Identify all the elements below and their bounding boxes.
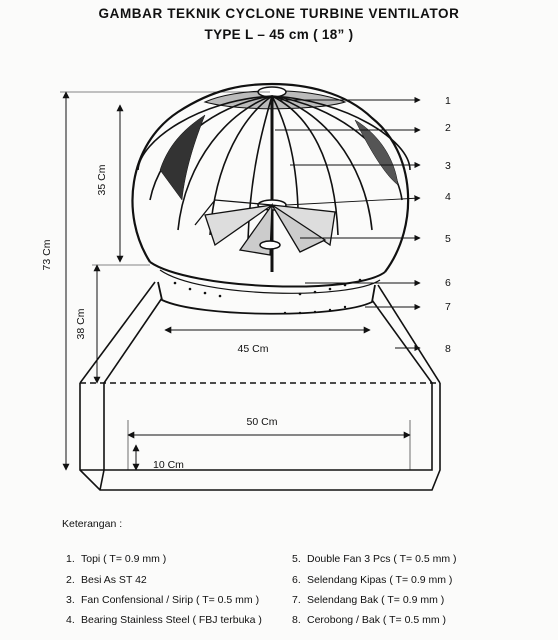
drawing-title: GAMBAR TEKNIK CYCLONE TURBINE VENTILATOR <box>98 6 460 21</box>
base-collar <box>157 281 376 315</box>
lower-hub <box>259 240 281 250</box>
fan-ring <box>149 261 386 288</box>
legend-title: Keterangan : <box>62 518 123 530</box>
callout-7: 7 <box>445 301 451 313</box>
legend-item-4: 4.Bearing Stainless Steel ( FBJ terbuka … <box>66 614 262 626</box>
label-throat-width: 45 Cm <box>238 343 269 355</box>
callout-numbers: 1 2 3 4 5 6 7 8 <box>445 95 451 355</box>
legend-item-3: 3.Fan Confensional / Sirip ( T= 0.5 mm ) <box>66 594 260 606</box>
callout-2: 2 <box>445 122 451 134</box>
legend-item-1: 1.Topi ( T= 0.9 mm ) <box>66 553 167 565</box>
dimension-lines <box>60 91 411 471</box>
dimension-labels: 73 Cm 35 Cm 38 Cm 45 Cm 50 Cm 10 Cm <box>41 164 278 471</box>
label-base-height: 38 Cm <box>75 308 87 339</box>
callout-6: 6 <box>445 277 451 289</box>
turbine-head <box>131 82 411 315</box>
legend-item-8: 8.Cerobong / Bak ( T= 0.5 mm ) <box>292 614 446 626</box>
label-base-width: 50 Cm <box>247 416 278 428</box>
double-fan <box>194 199 336 256</box>
callout-leaders <box>275 96 421 352</box>
label-head-height: 35 Cm <box>96 164 108 195</box>
chimney-base <box>79 281 441 491</box>
callout-8: 8 <box>445 343 451 355</box>
callout-1: 1 <box>445 95 451 107</box>
callout-5: 5 <box>445 233 451 245</box>
drawing-subtitle: TYPE L – 45 cm ( 18” ) <box>204 27 354 42</box>
callout-4: 4 <box>445 191 451 203</box>
legend-item-6: 6.Selendang Kipas ( T= 0.9 mm ) <box>292 574 453 586</box>
band-holes <box>173 278 362 298</box>
label-total-height: 73 Cm <box>41 239 53 270</box>
legend-item-5: 5.Double Fan 3 Pcs ( T= 0.5 mm ) <box>292 553 457 565</box>
legend-item-2: 2.Besi As ST 42 <box>66 574 147 586</box>
legend-item-7: 7.Selendang Bak ( T= 0.9 mm ) <box>292 594 445 606</box>
label-flange-height: 10 Cm <box>153 459 184 471</box>
callout-3: 3 <box>445 160 451 172</box>
